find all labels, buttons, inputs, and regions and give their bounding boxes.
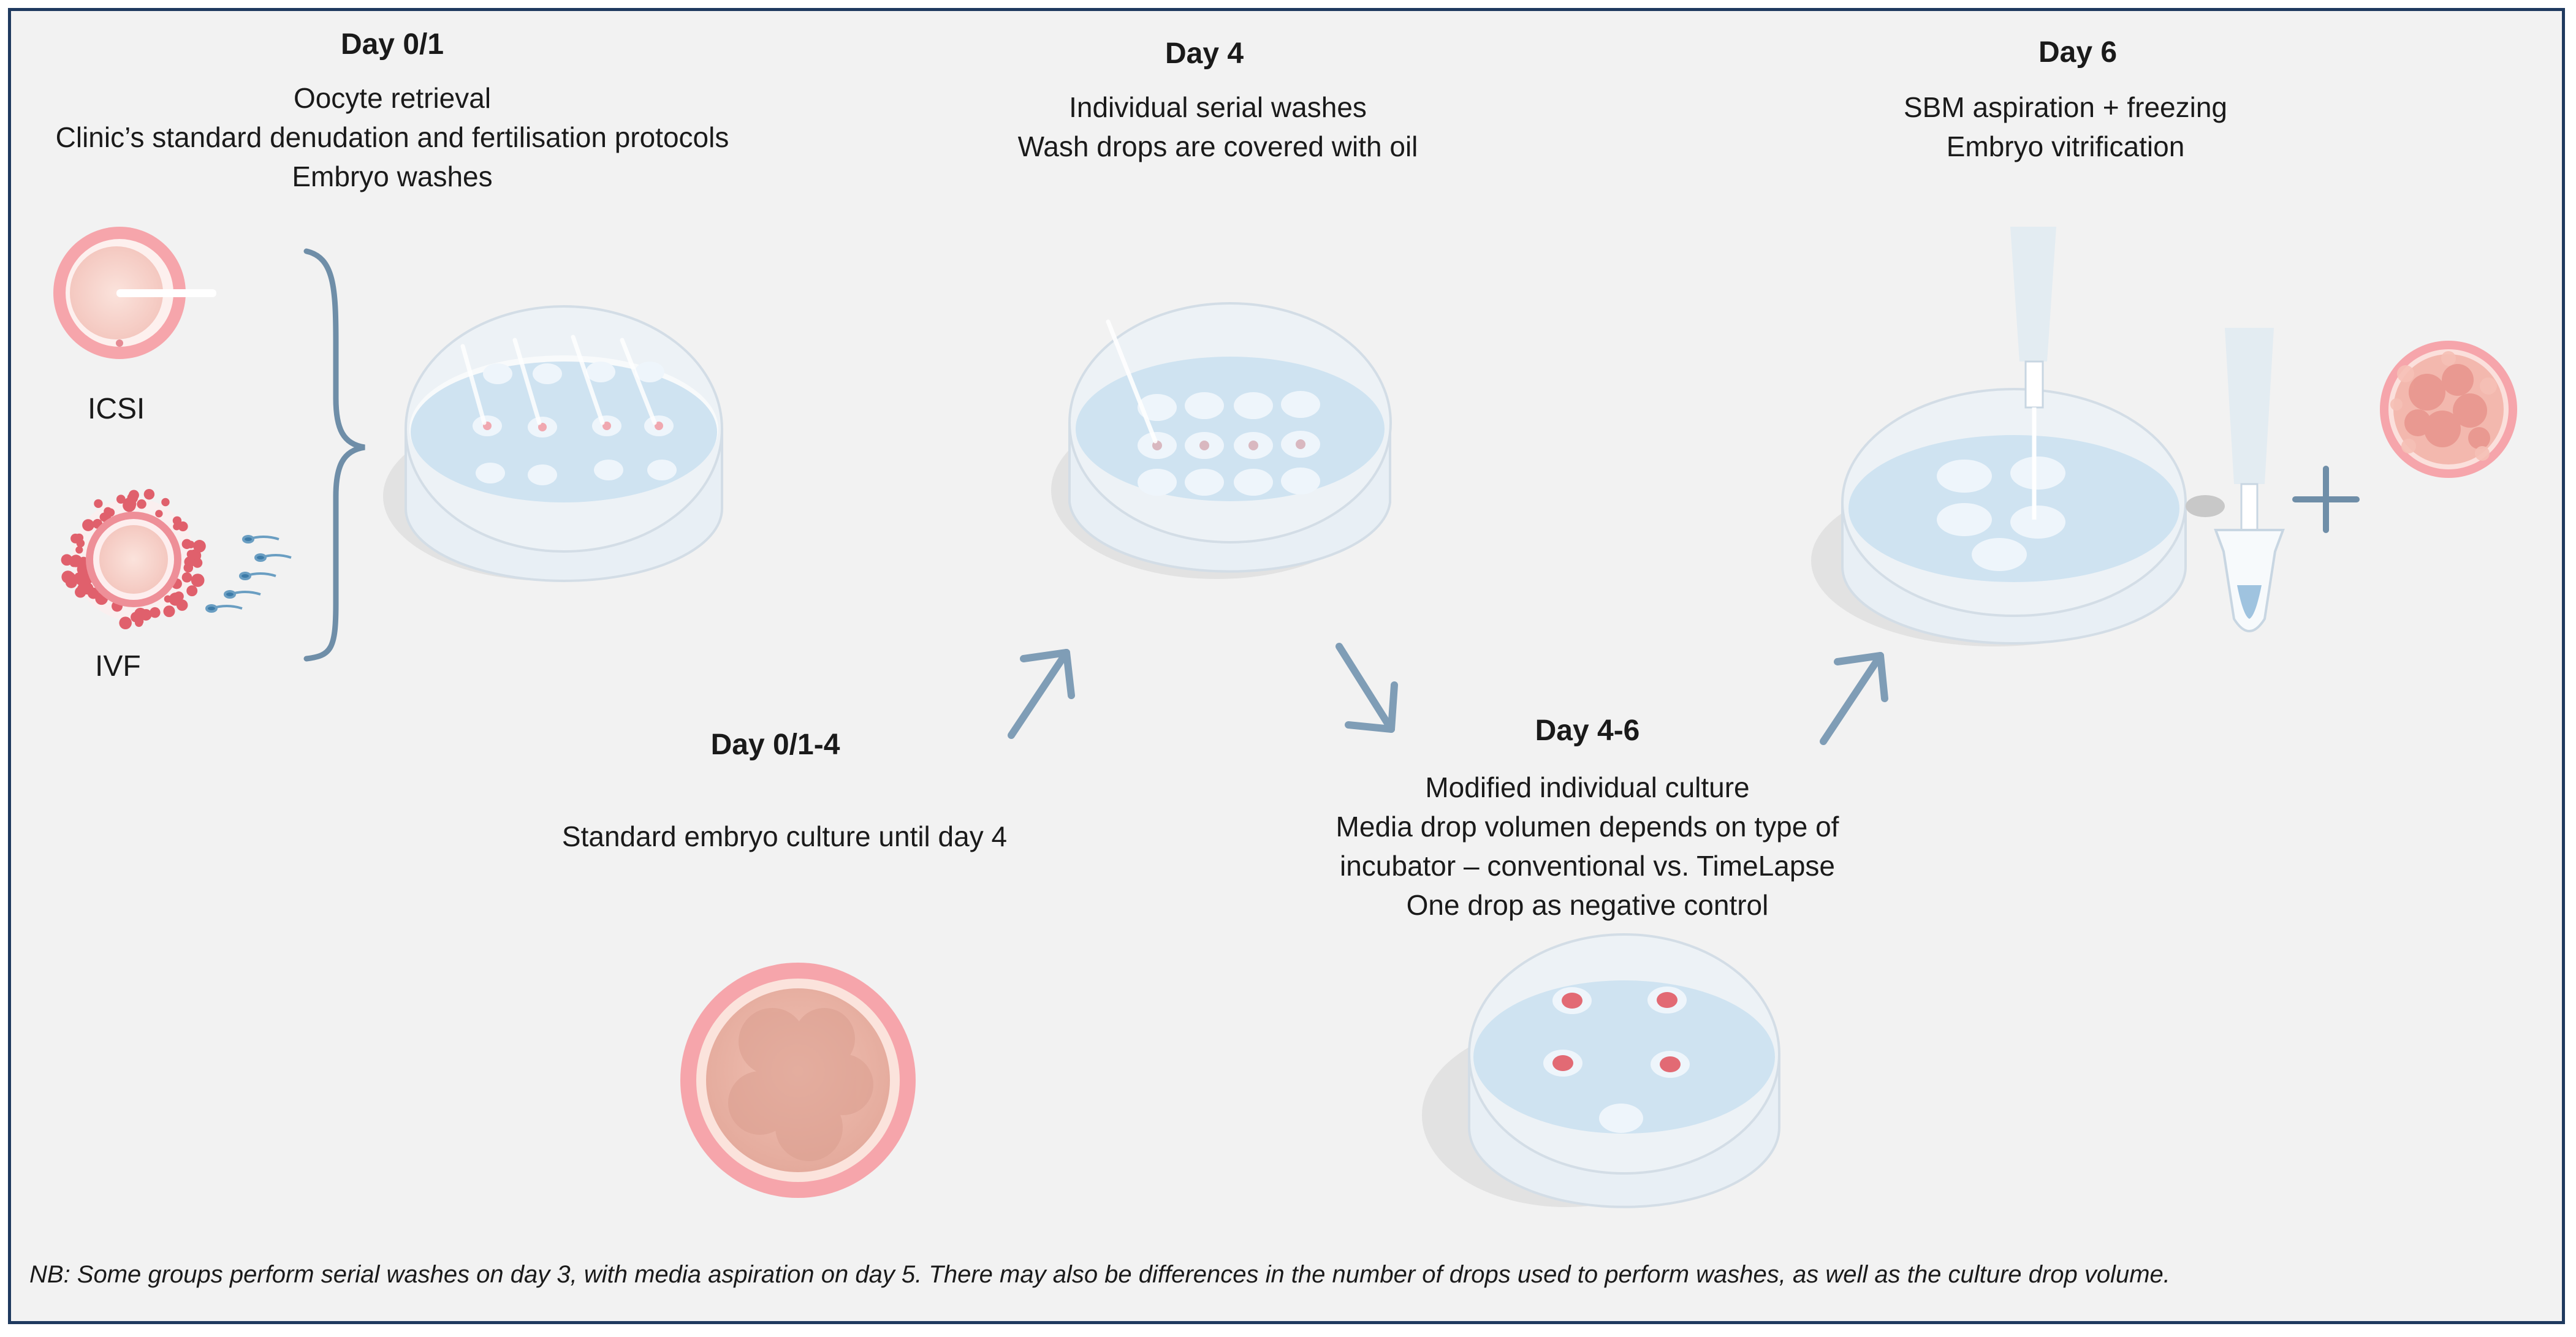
cumulus-cell [61, 554, 73, 566]
cumulus-cell [176, 599, 188, 611]
vitrified-embryo-icon [2380, 341, 2517, 478]
day014-title: Day 0/1-4 [710, 729, 840, 761]
cumulus-cell [181, 572, 192, 583]
day6-title: Day 6 [2038, 36, 2118, 69]
day01-line-2: Clinic’s standard denudation and fertili… [55, 121, 729, 153]
day6-line-2: Embryo vitrification [1946, 131, 2185, 162]
day6-line-1: SBM aspiration + freezing [1904, 91, 2227, 123]
cumulus-cell [77, 583, 89, 595]
day46-line-3: incubator – conventional vs. TimeLapse [1339, 850, 1836, 882]
arrow-icon [1820, 652, 1888, 745]
cumulus-cell [94, 499, 103, 508]
day46-title: Day 4-6 [1535, 714, 1640, 747]
cumulus-cell [87, 587, 99, 599]
cumulus-cell [70, 533, 81, 544]
cumulus-cell [82, 519, 94, 531]
cumulus-cell [173, 591, 184, 602]
cumulus-cell [191, 574, 205, 587]
cumulus-cell [178, 521, 188, 532]
tube-cap-icon [2186, 495, 2225, 517]
day46-line-4: One drop as negative control [1406, 889, 1769, 921]
cumulus-cell [150, 607, 161, 618]
culture-dish-icon [1422, 933, 1780, 1208]
cumulus-cell [187, 540, 195, 548]
icsi-label: ICSI [88, 393, 145, 425]
arrow-icon [1335, 643, 1398, 733]
cumulus-cell [134, 607, 146, 620]
cumulus-cell [123, 497, 137, 511]
day01-title: Day 0/1 [340, 28, 444, 61]
pipette-icon [1106, 319, 1158, 444]
cumulus-cell [172, 516, 182, 525]
cumulus-cell [163, 605, 175, 618]
day014-line-1: Standard embryo culture until day 4 [561, 820, 1008, 852]
cumulus-cell [99, 512, 108, 522]
day4-line-1: Individual serial washes [1069, 91, 1367, 123]
day46-line-2: Media drop volumen depends on type of [1335, 811, 1839, 843]
cumulus-cell [193, 540, 206, 553]
day01-line-3: Embryo washes [292, 161, 493, 192]
cumulus-cell [106, 508, 115, 517]
cumulus-cell [191, 551, 200, 560]
cumulus-cell [128, 490, 139, 501]
cumulus-cell [65, 576, 78, 588]
pipette-icon [2010, 227, 2056, 520]
day46-line-1: Modified individual culture [1425, 771, 1750, 803]
footnote: NB: Some groups perform serial washes on… [29, 1261, 2170, 1288]
wash-dish-icon [1051, 302, 1392, 579]
cumulus-cell [116, 494, 126, 504]
petri-dish-icon [383, 305, 723, 582]
cumulus-cell [137, 499, 146, 509]
blastocyst-icon [680, 963, 916, 1198]
day4-title: Day 4 [1165, 37, 1244, 70]
sperm-icon [205, 535, 292, 613]
bracket-icon [303, 248, 365, 662]
diagram-frame [8, 8, 2565, 1324]
icsi-needle-icon [116, 289, 216, 297]
cumulus-cell [135, 618, 143, 627]
cumulus-cell [164, 595, 172, 603]
aspiration-dish-icon [1811, 227, 2225, 646]
cumulus-cell [119, 616, 132, 629]
day01-line-1: Oocyte retrieval [293, 82, 492, 114]
cumulus-cell [75, 546, 83, 554]
cumulus-cell [143, 488, 155, 500]
ivf-label: IVF [95, 650, 141, 683]
day4-line-2: Wash drops are covered with oil [1017, 131, 1418, 162]
arrow-icon [1008, 649, 1075, 739]
cumulus-cell [155, 510, 163, 518]
ivf-oocyte-icon [61, 488, 206, 629]
cumulus-cell [188, 587, 197, 596]
cryo-tube-icon [2214, 328, 2285, 632]
cumulus-cell [161, 498, 170, 507]
plus-icon [2292, 466, 2360, 533]
icsi-oocyte-icon [53, 227, 216, 359]
